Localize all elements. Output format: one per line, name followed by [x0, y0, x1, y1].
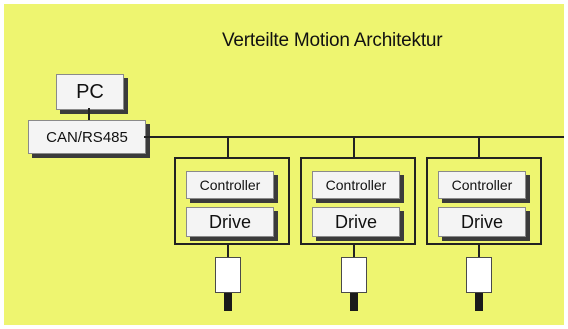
drive-box: Drive [312, 207, 400, 237]
drive-label: Drive [334, 211, 377, 232]
motor-lead-1 [227, 245, 229, 257]
can-rs485-box: CAN/RS485 [28, 120, 146, 154]
bus-drop-2 [353, 137, 355, 157]
motor-shaft-icon-1 [224, 293, 232, 311]
controller-box: Controller [312, 171, 400, 199]
controller-label: Controller [199, 177, 261, 193]
pc-label: PC [76, 80, 104, 103]
bus-drop-3 [478, 137, 480, 157]
drive-box: Drive [186, 207, 274, 237]
can-rs485-label: CAN/RS485 [46, 128, 128, 146]
controller-label: Controller [325, 177, 387, 193]
motor-lead-3 [478, 245, 480, 257]
axis-unit-1: Controller Drive [174, 157, 290, 245]
controller-label: Controller [451, 177, 513, 193]
pc-box: PC [56, 74, 124, 110]
drive-label: Drive [208, 211, 251, 232]
axis-unit-2: Controller Drive [300, 157, 416, 245]
pc-to-interface-line [88, 108, 90, 120]
diagram-title: Verteilte Motion Architektur [222, 30, 443, 51]
drive-box: Drive [438, 207, 526, 237]
drive-label: Drive [460, 211, 503, 232]
controller-box: Controller [186, 171, 274, 199]
diagram-canvas: Verteilte Motion Architektur PC CAN/RS48… [4, 4, 564, 325]
motor-lead-2 [353, 245, 355, 257]
controller-box: Controller [438, 171, 526, 199]
motor-icon-1 [215, 257, 241, 293]
motor-shaft-icon-3 [475, 293, 483, 311]
motor-icon-2 [341, 257, 367, 293]
axis-unit-3: Controller Drive [426, 157, 542, 245]
motor-shaft-icon-2 [350, 293, 358, 311]
motor-icon-3 [466, 257, 492, 293]
bus-drop-1 [227, 137, 229, 157]
